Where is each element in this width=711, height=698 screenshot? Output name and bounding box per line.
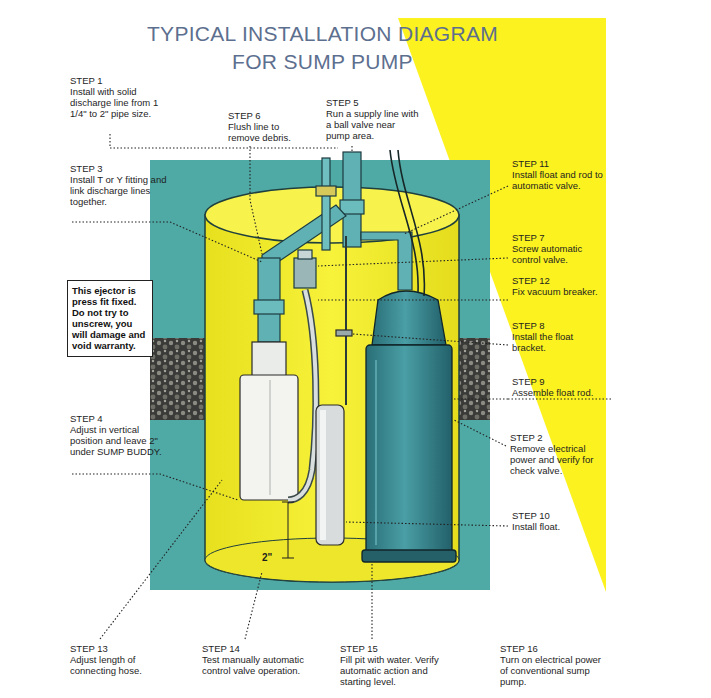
connecting-hose: [288, 290, 316, 500]
step-heading: STEP 11: [512, 158, 607, 169]
leader-lines: [250, 146, 262, 254]
leader-lines: [454, 398, 508, 399]
step-text: Install the float bracket.: [512, 331, 607, 353]
step-heading: STEP 2: [510, 432, 607, 443]
control-valve: [294, 250, 316, 288]
float: [336, 330, 352, 336]
step-heading: STEP 7: [512, 232, 607, 243]
sump-pump: [366, 345, 452, 557]
float: [345, 236, 347, 405]
ground-backdrop: [456, 338, 490, 420]
step-heading: STEP 6: [228, 110, 300, 121]
discharge-pipes: [361, 232, 412, 290]
warning-text: This ejector is press fit fixed. Do not …: [72, 285, 148, 351]
leader-lines: [110, 134, 338, 148]
step-heading: STEP 4: [70, 413, 162, 424]
step-heading: STEP 12: [512, 275, 607, 286]
step-text: Adjust in vertical position and leave 2"…: [70, 424, 162, 457]
warning-box: This ejector is press fit fixed. Do not …: [67, 280, 153, 357]
step-heading: STEP 13: [70, 643, 170, 654]
dimension-mark: [282, 502, 294, 503]
step-text: Fix vacuum breaker.: [512, 286, 607, 297]
step-heading: STEP 1: [70, 75, 170, 86]
step-text: Install float and rod to automatic valve…: [512, 169, 607, 191]
step-heading: STEP 15: [340, 643, 455, 654]
leader-lines: [351, 146, 352, 152]
step-text: Flush line to remove debris.: [228, 121, 300, 143]
sump-pump: [362, 550, 456, 562]
connecting-hose: [288, 290, 316, 500]
step-text: Fill pit with water. Verify automatic ac…: [340, 654, 455, 687]
step-heading: STEP 3: [70, 163, 170, 174]
leader-lines: [318, 258, 508, 266]
step-heading: STEP 8: [512, 320, 607, 331]
leader-lines: [318, 299, 508, 300]
step-text: Remove electrical power and verify for c…: [510, 443, 607, 476]
discharge-pipes: [316, 186, 336, 196]
discharge-pipes: [340, 200, 364, 214]
power-cables: [398, 150, 424, 296]
step-text: Run a supply line with a ball valve near…: [326, 108, 421, 141]
step-text: Install with solid discharge line from 1…: [70, 86, 170, 119]
sump-pump: [375, 360, 376, 545]
step-text: Assemble float rod.: [512, 387, 622, 398]
sump-buddy: [240, 342, 298, 500]
step-text: Turn on electrical power of conventional…: [500, 654, 610, 687]
ground-backdrop: [150, 338, 208, 420]
discharge-pipes: [254, 300, 284, 314]
step-text: Install float.: [512, 521, 607, 532]
step-heading: STEP 16: [500, 643, 610, 654]
float: [316, 405, 344, 545]
step-text: Test manually automatic control valve op…: [202, 654, 307, 676]
dimension-mark: [282, 558, 294, 559]
dimension-label: 2": [262, 552, 284, 564]
dimension-mark: [288, 502, 289, 558]
sump-buddy: [269, 380, 270, 495]
discharge-pipes: [322, 158, 330, 250]
step-heading: STEP 10: [512, 510, 607, 521]
sump-pump: [362, 291, 456, 562]
leader-lines: [371, 562, 372, 639]
ground-backdrop: [150, 160, 490, 590]
ground-backdrop: [150, 160, 490, 590]
float: [316, 236, 352, 545]
sump-pump: [372, 291, 446, 345]
leader-lines: [508, 398, 612, 399]
sump-pit: [205, 215, 459, 582]
power-cables: [390, 150, 424, 296]
leader-lines: [346, 522, 508, 526]
leader-lines: [454, 420, 506, 446]
control-valve: [294, 258, 316, 288]
step-heading: STEP 9: [512, 376, 622, 387]
step-heading: STEP 5: [326, 97, 421, 108]
connecting-hose: [288, 290, 316, 500]
leader-lines: [404, 186, 508, 234]
leader-lines: [100, 480, 222, 639]
step-text: Install T or Y fitting and link discharg…: [70, 174, 170, 207]
dimension-mark: [282, 502, 294, 558]
leader-lines: [352, 334, 508, 345]
control-valve: [298, 250, 312, 259]
sump-buddy: [240, 375, 298, 500]
diagram-title: TYPICAL INSTALLATION DIAGRAM FOR SUMP PU…: [135, 20, 510, 76]
step-heading: STEP 14: [202, 643, 307, 654]
leader-lines: [72, 474, 238, 500]
discharge-pipes: [262, 205, 346, 262]
leader-lines: [72, 222, 262, 262]
sump-buddy: [252, 342, 286, 376]
float: [320, 410, 326, 540]
step-text: Adjust length of connecting hose.: [70, 654, 170, 676]
leader-lines: [245, 572, 262, 639]
step-text: Screw automatic control valve.: [512, 243, 607, 265]
